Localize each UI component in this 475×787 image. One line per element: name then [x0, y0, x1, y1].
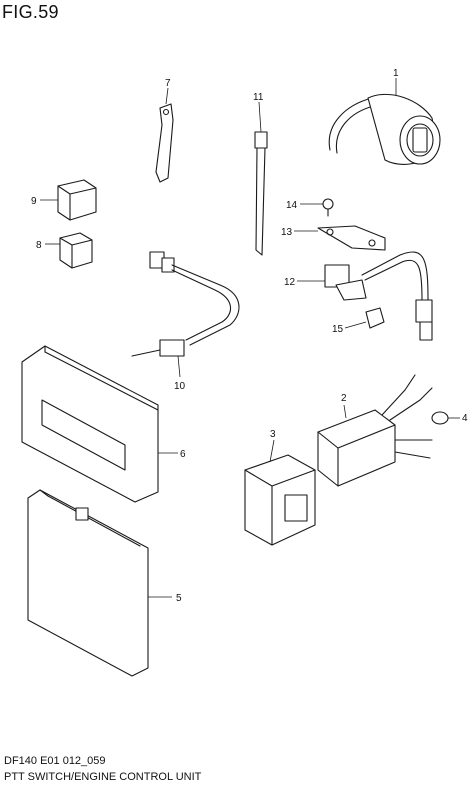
callout-4: 4: [462, 413, 468, 424]
diagram-caption: PTT SWITCH/ENGINE CONTROL UNIT: [4, 771, 202, 783]
part-11-cable-tie[interactable]: [254, 101, 268, 256]
diagram-code: DF140 E01 012_059: [4, 755, 106, 767]
callout-6: 6: [180, 449, 186, 460]
part-7-clamp[interactable]: [155, 87, 174, 183]
figure-title: FIG.59: [2, 2, 59, 22]
part-1-ptt-switch[interactable]: [328, 78, 441, 165]
part-9-relay[interactable]: [40, 179, 97, 221]
callout-12: 12: [284, 277, 296, 288]
callout-9: 9: [31, 196, 37, 207]
part-10-harness[interactable]: [131, 251, 240, 378]
part-15-clip[interactable]: [344, 307, 385, 329]
callout-11: 11: [253, 92, 264, 103]
part-12-trim-sensor[interactable]: [297, 251, 433, 341]
part-13-bracket[interactable]: [294, 225, 386, 251]
part-6-holder[interactable]: [21, 345, 178, 503]
part-2-rectifier[interactable]: [317, 374, 433, 487]
callout-15: 15: [332, 324, 344, 335]
callout-13: 13: [281, 227, 293, 238]
callout-7: 7: [165, 78, 171, 89]
callout-14: 14: [286, 200, 298, 211]
callout-5: 5: [176, 593, 182, 604]
part-8-relay[interactable]: [45, 232, 93, 269]
part-5-ecu[interactable]: [27, 489, 172, 677]
callout-2: 2: [341, 393, 347, 404]
callout-10: 10: [174, 381, 186, 392]
part-4-cap[interactable]: [431, 411, 460, 425]
callout-1: 1: [393, 68, 399, 79]
part-14-screw[interactable]: [300, 198, 334, 217]
callout-3: 3: [270, 429, 276, 440]
part-3-relay-block[interactable]: [244, 439, 316, 546]
callout-8: 8: [36, 240, 42, 251]
